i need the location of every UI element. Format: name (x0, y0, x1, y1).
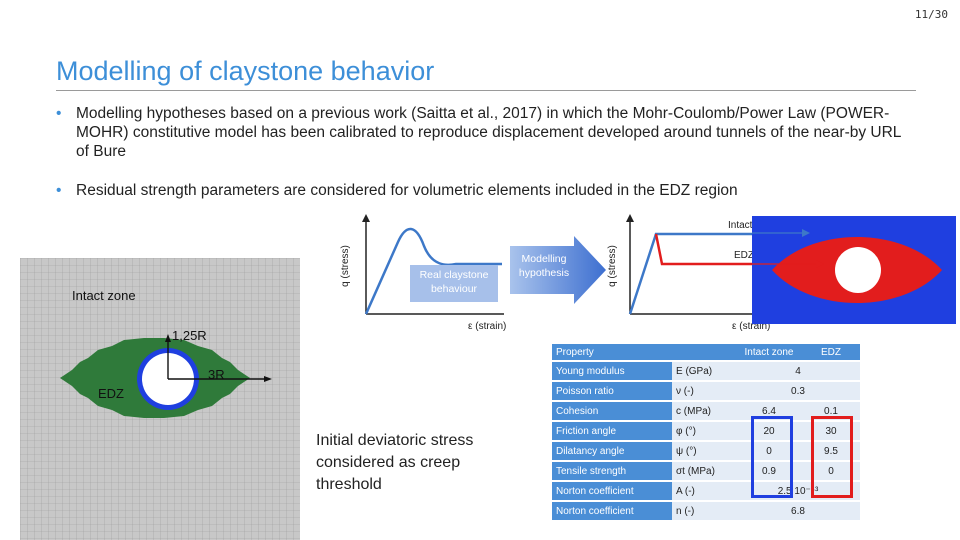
model-xlabel: ε (strain) (732, 321, 770, 332)
radius-3r-label: 3R (208, 367, 225, 382)
parameter-table: Property Intact zone EDZ Young modulus E… (552, 344, 860, 522)
cell-unit: E (GPa) (672, 361, 736, 382)
intact-zone-label: Intact zone (72, 288, 136, 303)
arrow-label: Modelling hypothesis (518, 253, 570, 279)
cell-value: 4 (736, 361, 860, 382)
radius-125-label: 1,25R (172, 328, 207, 343)
bullet-text: Residual strength parameters are conside… (76, 182, 738, 199)
cell-value: 6.8 (736, 501, 860, 522)
table-header-row: Property Intact zone EDZ (552, 344, 860, 362)
table-row: Poisson ratio ν (-) 0.3 (552, 381, 860, 402)
cell-unit: ν (-) (672, 381, 736, 402)
cell-property: Friction angle (552, 421, 672, 442)
curve-xlabel: ε (strain) (468, 321, 506, 332)
cell-property: Dilatancy angle (552, 441, 672, 462)
table-row: Tensile strength σt (MPa) 0.9 0 (552, 461, 860, 482)
table-row: Young modulus E (GPa) 4 (552, 361, 860, 382)
real-behaviour-box: Real claystone behaviour (410, 265, 498, 302)
cell-edz: 9.5 (802, 441, 860, 462)
cell-edz: 0 (802, 461, 860, 482)
header-edz: EDZ (802, 344, 860, 362)
edz-highlight-box (811, 416, 853, 498)
mesh-figure: Intact zone 1,25R 3R EDZ (20, 258, 300, 540)
page-number: 11/30 (914, 8, 948, 21)
cell-unit: n (-) (672, 501, 736, 522)
header-intact: Intact zone (736, 344, 802, 362)
title-divider (56, 90, 916, 91)
curve-ylabel: q (stress) (340, 245, 351, 287)
cell-edz: 30 (802, 421, 860, 442)
slide-title: Modelling of claystone behavior (56, 56, 435, 86)
bullet-text: Modelling hypotheses based on a previous… (76, 105, 901, 160)
cell-property: Norton coefficient (552, 501, 672, 522)
cell-value: 0.3 (736, 381, 860, 402)
cell-unit: A (-) (672, 481, 736, 502)
bullet-marker: • (56, 182, 62, 199)
real-behaviour-curve: q (stress) ε (strain) (340, 214, 506, 332)
bullet-item-2: • Residual strength parameters are consi… (56, 181, 906, 200)
edz-diagram (752, 216, 956, 324)
bullet-item-1: • Modelling hypotheses based on a previo… (56, 104, 906, 161)
table-row: Norton coefficient n (-) 6.8 (552, 501, 860, 522)
cell-unit: σt (MPa) (672, 461, 736, 482)
intact-label: Intact (728, 220, 753, 231)
intact-highlight-box (751, 416, 793, 498)
creep-threshold-note: Initial deviatoric stress considered as … (316, 432, 474, 493)
cell-property: Tensile strength (552, 461, 672, 482)
cell-property: Cohesion (552, 401, 672, 422)
edz-label: EDZ (98, 386, 124, 401)
cell-property: Norton coefficient (552, 481, 672, 502)
cell-unit: φ (°) (672, 421, 736, 442)
cell-property: Poisson ratio (552, 381, 672, 402)
modelling-arrow (510, 236, 606, 304)
cell-property: Young modulus (552, 361, 672, 382)
header-property: Property (552, 344, 672, 362)
bullet-marker: • (56, 105, 62, 122)
header-unit (672, 344, 736, 362)
cell-unit: c (MPa) (672, 401, 736, 422)
cell-unit: ψ (°) (672, 441, 736, 462)
edz-curve-label: EDZ (734, 250, 754, 261)
model-ylabel: q (stress) (607, 245, 618, 287)
